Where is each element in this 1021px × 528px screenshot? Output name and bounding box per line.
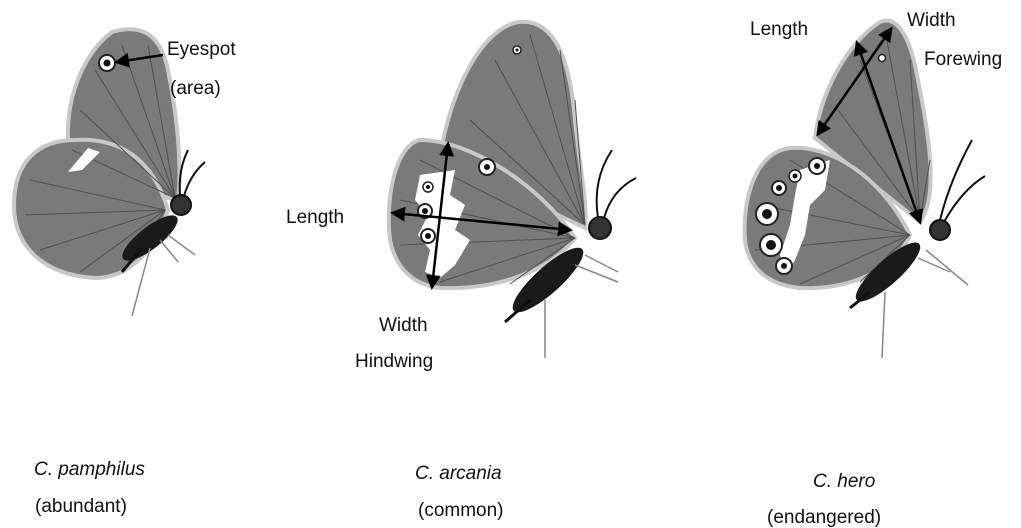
butterfly-hero [745, 21, 985, 358]
eyespot-label: Eyespot [167, 40, 236, 59]
species-status-hero: (endangered) [767, 508, 881, 527]
forewing-label: Forewing [924, 50, 1002, 69]
species-name-pamphilus: C. pamphilus [34, 460, 145, 479]
species-status-pamphilus: (abundant) [35, 497, 127, 516]
hindwing-length-label: Length [286, 208, 344, 227]
species-name-hero: C. hero [813, 472, 875, 491]
eyespot-pamphilus [99, 55, 115, 71]
butterfly-pamphilus [14, 29, 205, 316]
species-status-arcania: (common) [418, 501, 504, 520]
hindwing-width-label: Width [379, 316, 428, 335]
forewing-length-label: Length [750, 20, 808, 39]
species-name-arcania: C. arcania [415, 464, 502, 483]
forewing-width-label: Width [907, 11, 956, 30]
eyespot-area-label: (area) [170, 79, 221, 98]
hindwing-label: Hindwing [355, 352, 433, 371]
butterfly-arcania [389, 22, 636, 358]
